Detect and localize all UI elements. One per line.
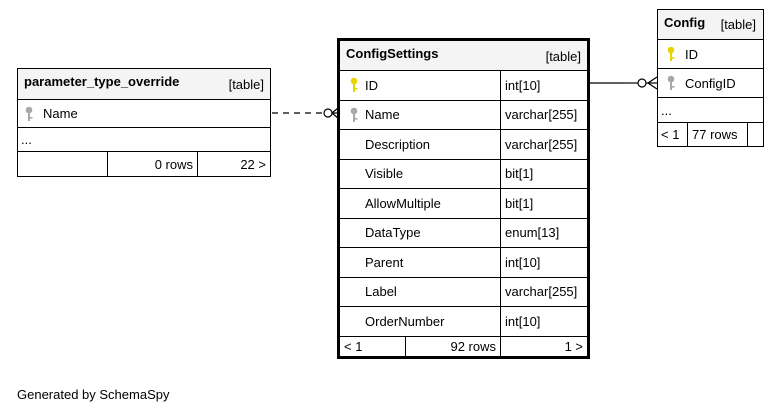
row-count: 92 rows	[405, 336, 500, 357]
column-type: varchar[255]	[500, 130, 587, 159]
column-row[interactable]: ConfigID	[658, 69, 763, 98]
table-parameter-type-override[interactable]: parameter_type_override [table] Name ...…	[17, 68, 271, 177]
primary-key-icon	[349, 71, 359, 100]
table-header: Config [table]	[658, 10, 763, 40]
table-footer: < 1 92 rows 1 >	[340, 336, 587, 357]
foreign-key-icon	[24, 100, 34, 127]
column-name: Visible	[365, 166, 404, 182]
column-row[interactable]: OrderNumber int[10]	[340, 307, 587, 337]
column-name: OrderNumber	[365, 313, 445, 329]
column-type: varchar[255]	[500, 100, 587, 129]
column-row[interactable]: Visible bit[1]	[340, 159, 587, 189]
column-row[interactable]: AllowMultiple bit[1]	[340, 189, 587, 219]
column-type: bit[1]	[500, 189, 587, 218]
table-name: ConfigSettings	[346, 46, 439, 61]
column-type: int[10]	[500, 71, 587, 100]
relationship-pto-to-configsettings	[272, 107, 339, 119]
table-kind: [table]	[228, 77, 264, 92]
table-kind: [table]	[545, 49, 581, 64]
table-header: parameter_type_override [table]	[18, 69, 270, 100]
table-configsettings[interactable]: ConfigSettings [table] ID int[10] Name v…	[337, 38, 590, 359]
column-row[interactable]: Parent int[10]	[340, 248, 587, 278]
column-type: int[10]	[500, 248, 587, 277]
column-name: Parent	[365, 254, 404, 270]
column-name: Label	[365, 284, 397, 300]
footer-next[interactable]: 1 >	[500, 336, 587, 357]
column-name: ID	[365, 77, 378, 93]
column-type: int[10]	[500, 307, 587, 336]
row-count: 0 rows	[107, 152, 197, 176]
row-count: 77 rows	[687, 123, 747, 146]
ellipsis-row: ...	[658, 98, 763, 123]
table-header: ConfigSettings [table]	[340, 41, 587, 71]
column-row[interactable]: Label varchar[255]	[340, 277, 587, 307]
generated-by-note: Generated by SchemaSpy	[17, 387, 170, 402]
column-row[interactable]: ID	[658, 40, 763, 69]
footer-prev[interactable]: < 1	[661, 127, 680, 142]
ellipsis: ...	[21, 132, 32, 147]
column-row[interactable]: ID int[10]	[340, 71, 587, 101]
ellipsis: ...	[661, 102, 672, 118]
footer-prev[interactable]: < 1	[344, 339, 363, 355]
column-type: enum[13]	[500, 218, 587, 247]
column-name: Description	[365, 136, 431, 152]
foreign-key-icon	[666, 69, 676, 97]
table-kind: [table]	[720, 17, 756, 32]
column-type: bit[1]	[500, 159, 587, 188]
table-name: parameter_type_override	[24, 74, 180, 89]
foreign-key-icon	[349, 101, 359, 130]
column-row[interactable]: DataType enum[13]	[340, 218, 587, 248]
column-type: varchar[255]	[500, 277, 587, 306]
column-name: ConfigID	[685, 75, 736, 91]
column-row[interactable]: Name	[18, 100, 270, 128]
column-name: Name	[365, 107, 400, 123]
table-footer: < 1 77 rows	[658, 123, 763, 146]
column-name: AllowMultiple	[365, 195, 441, 211]
column-name: ID	[685, 46, 698, 62]
ellipsis-row: ...	[18, 128, 270, 152]
primary-key-icon	[666, 40, 676, 68]
column-name: DataType	[365, 225, 421, 241]
table-name: Config	[664, 15, 706, 30]
column-name: Name	[43, 106, 78, 121]
table-footer: 0 rows 22 >	[18, 152, 270, 176]
footer-next[interactable]	[747, 123, 763, 146]
column-row[interactable]: Description varchar[255]	[340, 130, 587, 160]
relationship-configsettings-to-config	[590, 76, 658, 90]
table-config[interactable]: Config [table] ID ConfigID ... < 1 77 ro…	[657, 9, 764, 147]
footer-next[interactable]: 22 >	[197, 152, 270, 176]
column-row[interactable]: Name varchar[255]	[340, 100, 587, 130]
